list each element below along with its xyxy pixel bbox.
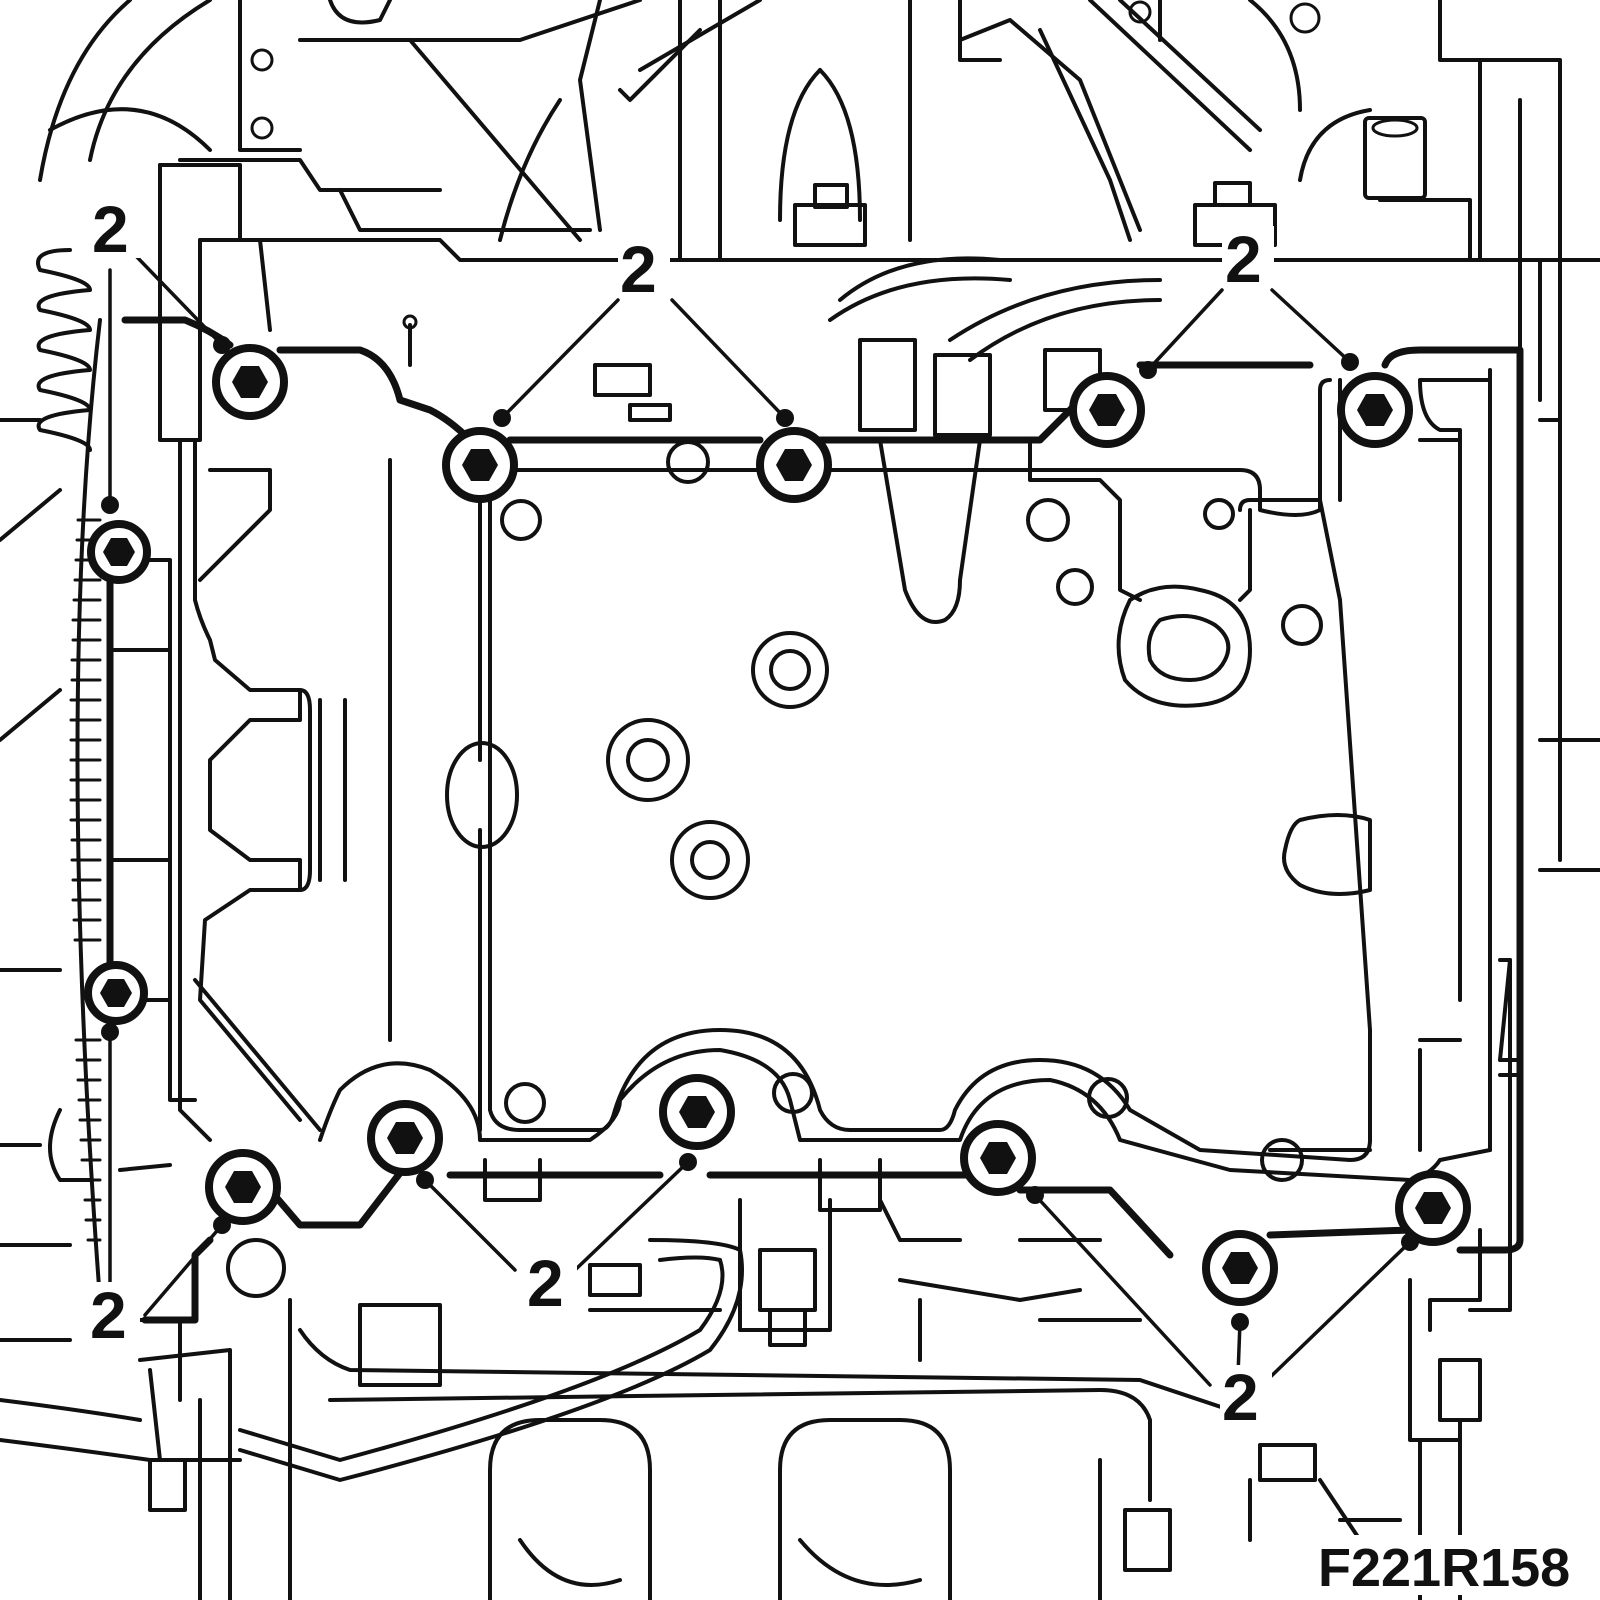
oil-pan-bolts (84, 344, 1471, 1306)
bolt (205, 1149, 281, 1225)
flywheel-teeth (69, 518, 102, 1242)
callout-label: 2 (1222, 1360, 1259, 1434)
bolt (1069, 372, 1145, 448)
bolt (960, 1120, 1036, 1196)
bolt (756, 427, 832, 503)
callout-label: 2 (1225, 222, 1262, 296)
bolt (212, 344, 288, 420)
bolt (87, 520, 151, 584)
bolt (1202, 1230, 1278, 1306)
callout-label: 2 (90, 1278, 127, 1352)
bolt (659, 1074, 735, 1150)
callout-label: 2 (620, 232, 657, 306)
figure-code: F221R158 (1318, 1538, 1570, 1598)
bolt (1337, 372, 1413, 448)
bolt (442, 427, 518, 503)
callout-label: 2 (92, 192, 129, 266)
bolt (84, 961, 148, 1025)
bolt (1395, 1170, 1471, 1246)
leader-lines (101, 253, 1419, 1387)
callout-labels: 2 2 2 2 2 2 (88, 192, 1274, 1434)
bolt (367, 1100, 443, 1176)
callout-label: 2 (527, 1246, 564, 1320)
oil-pan (106, 316, 1524, 1324)
